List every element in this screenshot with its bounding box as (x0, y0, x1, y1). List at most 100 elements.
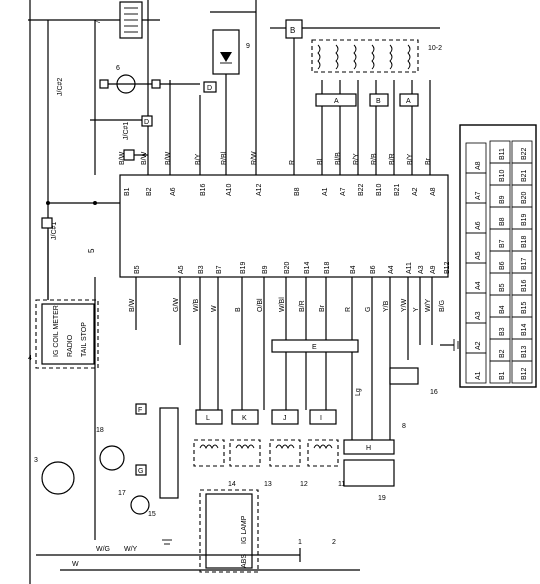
connector-pin-label: B14 (521, 323, 528, 336)
connector-pin-label: B13 (521, 345, 528, 358)
svg-text:B: B (376, 98, 381, 105)
connector-pin-label: B6 (499, 261, 506, 270)
lamp-box (199, 489, 259, 573)
connector-pin-label: B9 (499, 195, 506, 204)
ecu-bottom-pin: B19 (240, 261, 247, 274)
label-14: 14 (228, 481, 236, 488)
ecu-label: 5 (87, 248, 96, 253)
svg-text:D: D (207, 85, 212, 92)
ecu-top-pin: B8 (294, 187, 301, 196)
abs-label: ABS (241, 554, 248, 568)
ecu-bottom-pin: A4 (388, 265, 395, 274)
ecu-bottom-pin: B9 (262, 265, 269, 274)
ecu-top-wire: R/B (371, 153, 378, 165)
ecu-top-wire: B/W (141, 151, 148, 165)
ecu-bottom-pin: B20 (284, 261, 291, 274)
ecu-top-pin: B21 (394, 183, 401, 196)
ecu-top-pin: A7 (340, 187, 347, 196)
label-1: 1 (298, 539, 302, 546)
label-12: 12 (300, 481, 308, 488)
ecu-top-wire: B/R (389, 153, 396, 165)
ecu-top-pin: A6 (170, 187, 177, 196)
ig-lamp-label: IG LAMP (241, 515, 248, 544)
fuse-box (35, 299, 99, 369)
svg-text:A: A (334, 98, 339, 105)
pump-motor-3 (41, 461, 75, 495)
connector-pin-label: B7 (499, 239, 506, 248)
ecu-bottom-pin: A11 (406, 262, 413, 274)
sensor-17 (130, 495, 150, 515)
ecu-top-pin: B2 (146, 187, 153, 196)
connector-pin-label: B3 (499, 327, 506, 336)
connector-pin-cell (511, 140, 533, 164)
ecu-bottom-wire: B/W (129, 298, 136, 312)
ecu-bottom-wire: B/R (299, 300, 306, 312)
ecu-box (119, 174, 449, 278)
label-17: 17 (118, 490, 126, 497)
connector-pin-label: B5 (499, 283, 506, 292)
wire-lg: Lg (355, 388, 362, 396)
svg-text:J: J (283, 415, 287, 422)
connector-pin-label: B4 (499, 305, 506, 314)
connector-pin-label: B22 (521, 147, 528, 160)
connector-pin-label: B19 (521, 213, 528, 226)
switch-16 (389, 367, 419, 385)
connector-pin-label: B11 (499, 148, 506, 160)
ecu-bottom-wire: B/G (439, 300, 446, 312)
connector-pin-label: B8 (499, 217, 506, 226)
label-7: 7 (95, 20, 102, 24)
ecu-top-pin: A1 (322, 187, 329, 196)
label-9: 9 (246, 43, 250, 50)
connector-pin-label: B17 (521, 257, 528, 270)
sensor-10-2 (311, 39, 419, 73)
connector-pin-label: A8 (475, 161, 482, 170)
ecu-top-wire: R/Bl (221, 151, 228, 165)
label-15: 15 (148, 511, 156, 518)
ecu-top-wire: Bl (317, 158, 324, 165)
ecu-bottom-wire: W/Y (425, 298, 432, 312)
connector-pin-label: B15 (521, 301, 528, 314)
ecu-bottom-pin: B6 (370, 265, 377, 274)
connector-pin-label: B18 (521, 235, 528, 248)
ecu-top-pin: A8 (430, 187, 437, 196)
ecu-bottom-wire: W (211, 305, 218, 312)
svg-text:I: I (320, 415, 322, 422)
connector-pin-label: B1 (499, 371, 506, 380)
ecu-top-wire: B/Y (195, 153, 202, 165)
ecu-bottom-wire: Y/W (401, 298, 408, 312)
connector-pin-label: A1 (475, 371, 482, 380)
connector-pin-label: B10 (499, 169, 506, 182)
ecu-bottom-pin: B18 (324, 261, 331, 274)
ecu-bottom-pin: B14 (304, 261, 311, 274)
ecu-top-wire: Bl/B (335, 152, 342, 165)
ground-icon (162, 339, 459, 545)
ecu-bottom-wire: B (235, 307, 242, 312)
label-16: 16 (430, 389, 438, 396)
sensor-18 (99, 445, 125, 471)
svg-text:H: H (366, 445, 371, 452)
svg-text:A: A (406, 98, 411, 105)
ecu-top-wire: B/W (165, 151, 172, 165)
fuse-radio: RADIO (67, 334, 74, 357)
svg-text:E: E (312, 344, 317, 351)
connector-pin-label: A3 (475, 311, 482, 320)
label-2: 2 (332, 539, 336, 546)
ecu-bottom-pin: A3 (418, 265, 425, 274)
label-3: 3 (34, 457, 38, 464)
fuse-ig-coil: IG COIL METER (53, 305, 60, 357)
ecu-top-wire: R (289, 160, 296, 165)
ecu-top-pin: B16 (200, 183, 207, 196)
connector-15 (159, 407, 179, 499)
ecu-bottom-pin: B3 (198, 265, 205, 274)
wire-w-bottom: W (72, 561, 79, 568)
svg-text:D: D (144, 119, 149, 126)
ecu-bottom-wire: G/W (173, 298, 180, 312)
ecu-top-pin: A12 (256, 183, 263, 196)
ecu-top-wire: B/W (119, 151, 126, 165)
connector-pin-label: A4 (475, 281, 482, 290)
ecu-bottom-pin: B12 (444, 261, 451, 274)
ecu-top-wire: Br (425, 157, 432, 165)
ecu-bottom-wire: Y (413, 307, 420, 312)
